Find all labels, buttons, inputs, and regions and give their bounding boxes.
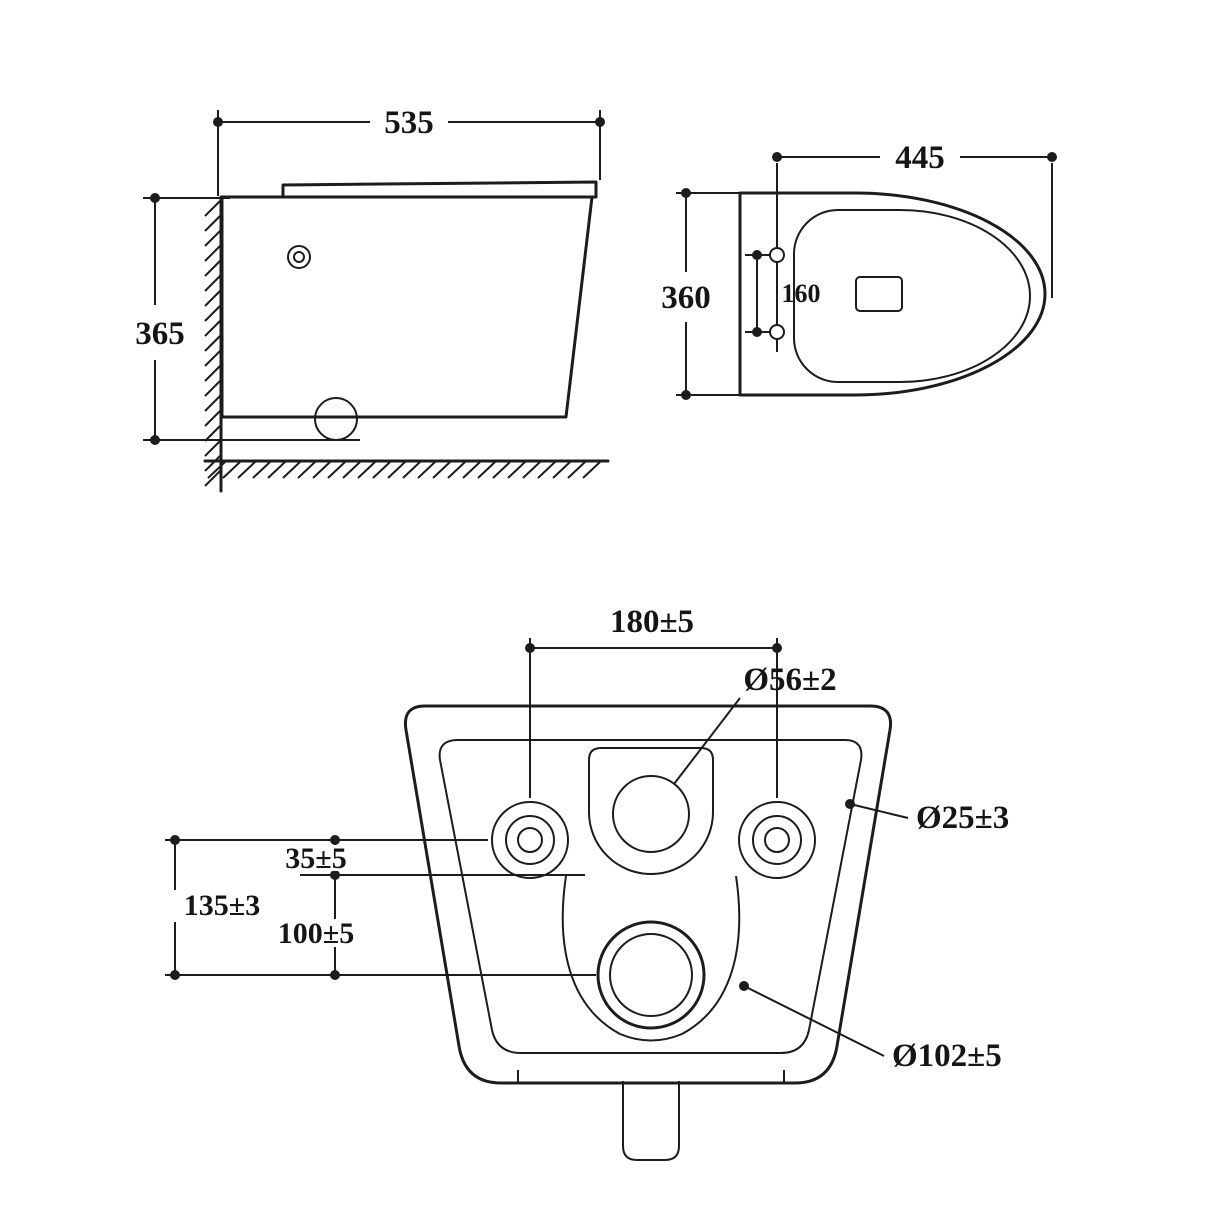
dimension-dot xyxy=(525,643,535,653)
label-mask xyxy=(262,845,372,871)
dimension-dot xyxy=(681,390,691,400)
outlet-diameter-label: Ø102±5 xyxy=(892,1038,1002,1074)
inner-cavity-contour xyxy=(561,875,741,1042)
flush-button-outline xyxy=(287,245,311,269)
back-hole-spacing-dimension: 180±5 xyxy=(525,604,782,798)
body-outer-outline xyxy=(403,704,893,1085)
wall-hatching xyxy=(204,199,222,487)
side-width-dimension: 535 xyxy=(213,105,605,196)
dimension-dot xyxy=(170,835,180,845)
dimension-dot xyxy=(1047,152,1057,162)
side-width-label: 535 xyxy=(384,105,434,141)
body-inner-contour xyxy=(438,739,863,1054)
top-width-label: 360 xyxy=(661,280,711,316)
top-length-label: 445 xyxy=(895,140,945,176)
label-mask xyxy=(155,890,289,922)
bolt-hole-diameter-label: Ø25±3 xyxy=(916,800,1009,836)
bolt-hole-mid xyxy=(752,815,802,865)
outlet-diameter-callout: Ø102±5 xyxy=(739,981,1002,1074)
fixing-bolt-hole-left xyxy=(491,801,569,879)
inlet-diameter-callout: Ø56±2 xyxy=(673,662,837,785)
toilet-lid-side xyxy=(281,180,598,199)
trap-outlet-circle xyxy=(314,397,358,441)
dimension-dot xyxy=(752,250,762,260)
fixing-hole-top xyxy=(769,247,785,263)
bolt-hole-outer xyxy=(738,801,816,879)
dimension-dot xyxy=(772,643,782,653)
bolt-hole-inner xyxy=(764,827,790,853)
back-hole-spacing-label: 180±5 xyxy=(610,604,694,640)
inlet-diameter-label: Ø56±2 xyxy=(743,662,836,698)
leader-line xyxy=(743,985,885,1057)
bowl-inner-opening xyxy=(793,209,1031,383)
outlet-pipe xyxy=(622,1081,680,1161)
side-height-label: 365 xyxy=(135,316,185,352)
dimension-dot xyxy=(213,117,223,127)
dimension-dot xyxy=(170,970,180,980)
dimension-dot xyxy=(330,835,340,845)
bowl-outer-outline xyxy=(738,191,1047,397)
label-mask xyxy=(250,919,384,947)
inlet-cutout xyxy=(588,747,714,875)
dimension-dot xyxy=(150,435,160,445)
holes-to-rim-dimension: 35±5 100±5 xyxy=(250,835,384,980)
leader-line xyxy=(673,697,741,785)
dimension-dot xyxy=(330,870,340,880)
dimension-dot xyxy=(595,117,605,127)
rim-to-outlet-label: 100±5 xyxy=(278,917,354,950)
flush-button-center xyxy=(293,251,305,263)
inlet-hole xyxy=(612,775,690,853)
holes-to-rim-label: 35±5 xyxy=(285,842,346,875)
side-view: 535 365 xyxy=(135,105,610,493)
toilet-body-side xyxy=(220,195,594,419)
top-hole-spacing-label: 160 xyxy=(782,279,821,308)
dimension-dot xyxy=(752,327,762,337)
dimension-dot xyxy=(681,188,691,198)
floor-hatching xyxy=(207,461,601,479)
bolt-hole-diameter-callout: Ø25±3 xyxy=(845,799,1009,836)
outlet-hole-inner xyxy=(609,933,693,1017)
side-height-dimension: 365 xyxy=(135,193,360,445)
dimension-dot xyxy=(772,152,782,162)
bolt-hole-inner xyxy=(517,827,543,853)
flush-spud-rect xyxy=(855,276,903,312)
top-length-dimension: 445 xyxy=(772,140,1057,298)
dimension-dot xyxy=(150,193,160,203)
holes-to-outlet-label: 135±3 xyxy=(184,889,260,922)
outlet-hole-outer xyxy=(596,920,706,1030)
bolt-hole-outer xyxy=(491,801,569,879)
bolt-hole-mid xyxy=(505,815,555,865)
top-view: 445 360 160 xyxy=(661,140,1057,400)
top-width-dimension: 360 xyxy=(661,188,742,400)
back-view: 180±5 135±3 35±5 100±5 Ø56±2 xyxy=(155,604,1009,1161)
leader-line xyxy=(849,803,909,819)
top-hole-spacing-dimension: 160 xyxy=(745,247,821,340)
fixing-hole-bottom xyxy=(769,324,785,340)
holes-to-outlet-dimension: 135±3 xyxy=(155,835,289,980)
dimension-dot xyxy=(330,970,340,980)
fixing-bolt-hole-right xyxy=(738,801,816,879)
